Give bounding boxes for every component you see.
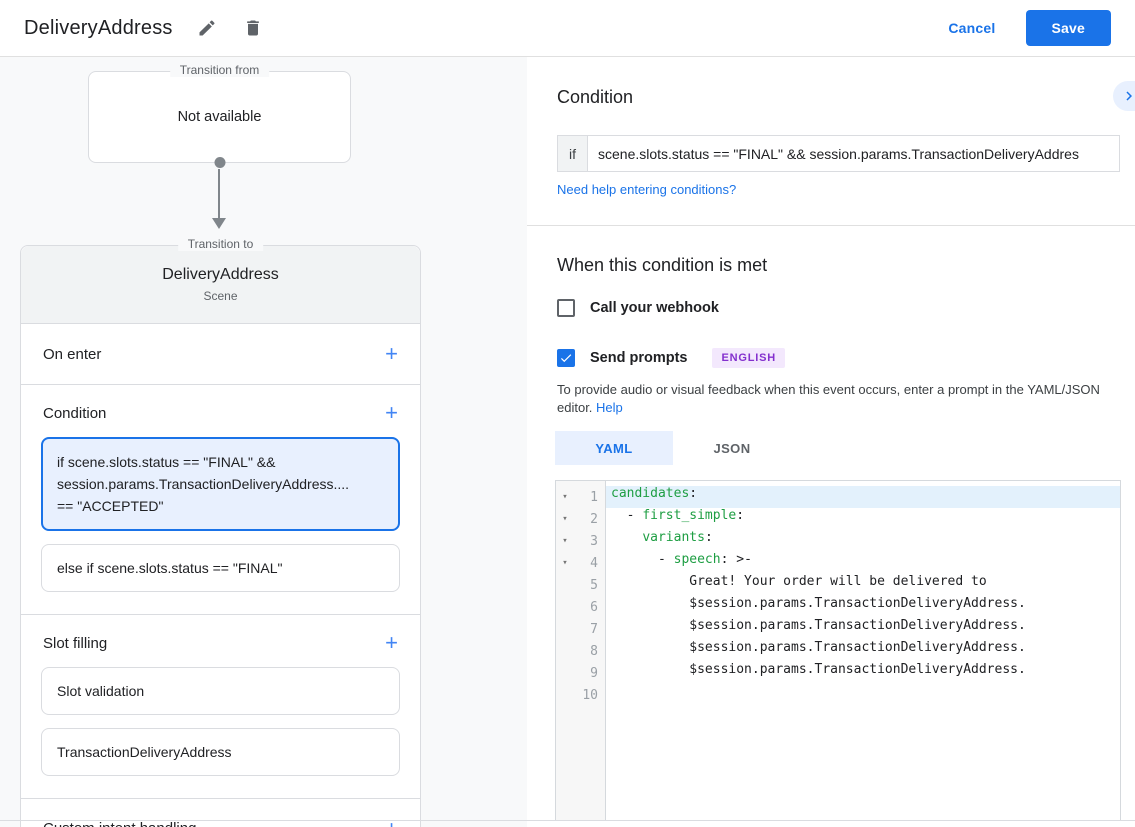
flow-connector-dot xyxy=(214,157,225,168)
webhook-row: Call your webhook xyxy=(557,299,719,317)
scene-name: DeliveryAddress xyxy=(162,266,279,283)
page-title: DeliveryAddress xyxy=(24,16,173,39)
code-line[interactable]: variants: xyxy=(642,530,713,545)
line-number: 4 xyxy=(590,555,598,571)
yaml-editor[interactable]: ▾ 1 ▾ 2 ▾ 3 ▾ 4 5 6 7 8 9 10 candidates: - first_simp… xyxy=(555,480,1121,821)
language-badge: ENGLISH xyxy=(712,348,785,368)
section-divider xyxy=(527,225,1135,226)
send-prompts-label: Send prompts xyxy=(590,350,688,366)
editor-format-tabs: YAML JSON xyxy=(555,431,791,465)
transition-from-legend: Transition from xyxy=(169,63,270,77)
check-icon xyxy=(560,354,572,363)
transition-from-value: Not available xyxy=(177,109,262,125)
code-line[interactable] xyxy=(606,684,1120,706)
editor-code[interactable]: candidates: - first_simple: variants: - … xyxy=(606,481,1120,820)
add-on-enter-button[interactable]: + xyxy=(385,341,398,366)
condition-card-selected[interactable]: if scene.slots.status == "FINAL" && sess… xyxy=(41,437,400,531)
when-met-heading: When this condition is met xyxy=(557,255,768,275)
prompts-description: To provide audio or visual feedback when… xyxy=(557,382,1100,415)
section-on-enter: On enter + xyxy=(21,324,420,384)
webhook-label: Call your webhook xyxy=(590,300,719,316)
transition-from-box[interactable]: Transition from Not available xyxy=(88,63,351,168)
code-line[interactable]: candidates: xyxy=(606,486,1120,508)
slot-filling-label: Slot filling xyxy=(43,634,108,652)
delete-icon[interactable] xyxy=(241,16,265,40)
line-number: 2 xyxy=(590,511,598,527)
section-slot-filling: Slot filling + Slot validation Transacti… xyxy=(21,614,420,798)
fold-toggle-icon[interactable]: ▾ xyxy=(562,492,568,502)
collapse-panel-button[interactable] xyxy=(1113,81,1135,111)
save-button[interactable]: Save xyxy=(1025,10,1111,46)
fold-toggle-icon[interactable]: ▾ xyxy=(562,514,568,524)
scene-card: Transition to DeliveryAddress Scene On e… xyxy=(20,237,421,827)
help-link[interactable]: Help xyxy=(596,400,623,415)
section-custom-intent: Custom intent handling + xyxy=(21,798,420,827)
code-line[interactable]: $session.params.TransactionDeliveryAddre… xyxy=(611,662,1026,677)
slot-validation-card[interactable]: Slot validation xyxy=(41,667,400,715)
bottom-divider xyxy=(0,820,1135,821)
send-prompts-row: Send prompts ENGLISH xyxy=(557,348,785,368)
condition-help-link[interactable]: Need help entering conditions? xyxy=(557,182,737,197)
line-number: 5 xyxy=(590,577,598,593)
code-line[interactable]: - speech: >- xyxy=(611,552,752,567)
top-bar: DeliveryAddress Cancel Save xyxy=(0,0,1135,57)
section-condition: Condition + if scene.slots.status == "FI… xyxy=(21,384,420,614)
fold-toggle-icon[interactable]: ▾ xyxy=(562,536,568,546)
scene-card-header[interactable]: Transition to DeliveryAddress Scene xyxy=(21,237,420,324)
editor-gutter: ▾ 1 ▾ 2 ▾ 3 ▾ 4 5 6 7 8 9 10 xyxy=(556,481,606,820)
cancel-button[interactable]: Cancel xyxy=(948,20,996,36)
code-line[interactable]: $session.params.TransactionDeliveryAddre… xyxy=(611,596,1026,611)
tab-yaml[interactable]: YAML xyxy=(555,431,673,465)
scene-type-label: Scene xyxy=(203,289,238,303)
condition-card-else[interactable]: else if scene.slots.status == "FINAL" xyxy=(41,544,400,592)
chevron-right-icon xyxy=(1126,91,1132,101)
flow-arrow-icon xyxy=(212,218,226,229)
line-number: 8 xyxy=(590,643,598,659)
transition-to-legend: Transition to xyxy=(177,237,264,251)
condition-expression-input[interactable] xyxy=(587,135,1120,172)
fold-toggle-icon[interactable]: ▾ xyxy=(562,558,568,568)
code-line[interactable]: $session.params.TransactionDeliveryAddre… xyxy=(611,640,1026,655)
on-enter-label: On enter xyxy=(43,345,102,363)
code-line[interactable]: Great! Your order will be delivered to xyxy=(611,574,987,589)
condition-detail-panel: Condition if Need help entering conditio… xyxy=(527,57,1135,827)
add-custom-intent-button[interactable]: + xyxy=(385,817,398,827)
line-number: 7 xyxy=(590,621,598,637)
webhook-checkbox[interactable] xyxy=(557,299,575,317)
add-condition-button[interactable]: + xyxy=(385,400,398,425)
prompts-checkbox[interactable] xyxy=(557,349,575,367)
code-line[interactable]: - first_simple: xyxy=(611,508,745,523)
line-number: 10 xyxy=(582,687,598,703)
line-number: 3 xyxy=(590,533,598,549)
add-slot-button[interactable]: + xyxy=(385,630,398,655)
condition-heading: Condition xyxy=(557,87,634,107)
line-number: 1 xyxy=(590,489,598,505)
custom-intent-label: Custom intent handling xyxy=(43,820,196,827)
scene-flow-panel: Transition from Not available Transition… xyxy=(0,57,527,827)
condition-expression-row: if xyxy=(557,135,1120,172)
edit-icon[interactable] xyxy=(195,16,219,40)
tab-json[interactable]: JSON xyxy=(673,431,791,465)
line-number: 9 xyxy=(590,665,598,681)
condition-section-label: Condition xyxy=(43,404,107,422)
line-number: 6 xyxy=(590,599,598,615)
flow-connector-line xyxy=(218,169,220,219)
slot-card[interactable]: TransactionDeliveryAddress xyxy=(41,728,400,776)
code-line[interactable]: $session.params.TransactionDeliveryAddre… xyxy=(611,618,1026,633)
if-prefix-label: if xyxy=(557,135,587,172)
